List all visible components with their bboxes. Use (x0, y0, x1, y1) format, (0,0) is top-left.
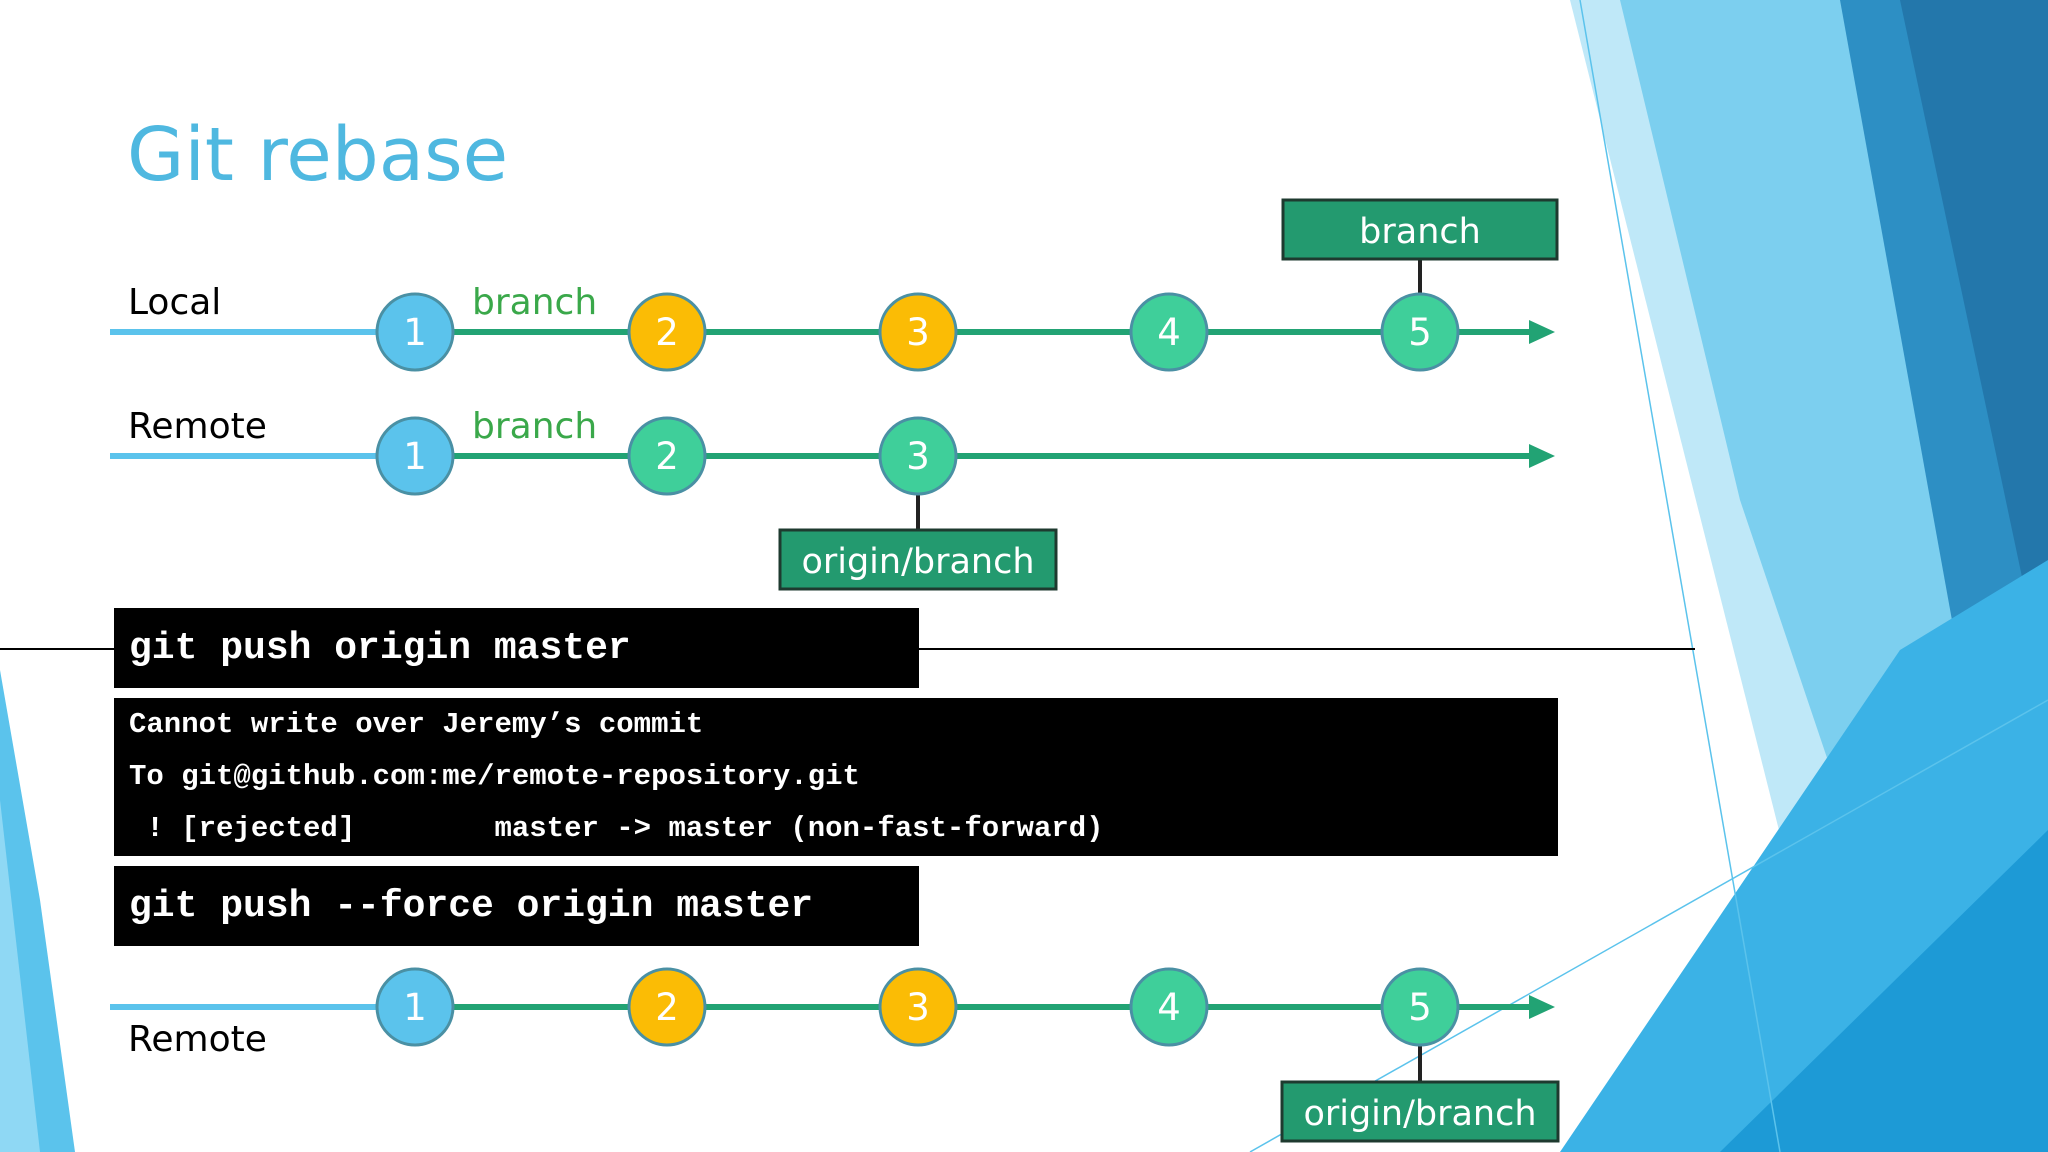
error-line-2: To git@github.com:me/remote-repository.g… (129, 760, 860, 793)
commit-node-0-1 (627, 292, 707, 372)
arrow-head-1 (1529, 444, 1555, 468)
commit-number-0-3: 4 (1157, 311, 1181, 354)
commit-node-0-3 (1129, 292, 1209, 372)
commit-number-0-1: 2 (655, 311, 679, 354)
ref-tag-1 (778, 528, 1058, 591)
commit-number-2-3: 4 (1157, 986, 1181, 1029)
commit-number-1-0: 1 (403, 435, 427, 478)
commit-number-0-0: 1 (403, 311, 427, 354)
commit-number-2-4: 5 (1408, 986, 1432, 1029)
push-error-output: Cannot write over Jeremy’s commit To git… (114, 698, 1558, 856)
commit-node-0-4 (1380, 292, 1460, 372)
commit-number-2-0: 1 (403, 986, 427, 1029)
arrow-head-0 (1529, 320, 1555, 344)
commit-number-0-2: 3 (906, 311, 930, 354)
commit-number-2-1: 2 (655, 986, 679, 1029)
ref-tag-2 (1280, 1080, 1560, 1143)
ref-tag-0 (1281, 198, 1559, 261)
commit-number-2-2: 3 (906, 986, 930, 1029)
commit-number-1-1: 2 (655, 435, 679, 478)
ref-tag-label-2: origin/branch (1303, 1094, 1536, 1134)
commit-node-2-4 (1380, 967, 1460, 1047)
push-command: git push origin master (114, 608, 919, 688)
commit-node-2-3 (1129, 967, 1209, 1047)
branch-label-0: branch (472, 282, 597, 323)
row-label-1: Remote (128, 406, 267, 447)
commit-number-1-2: 3 (906, 435, 930, 478)
commit-number-0-4: 5 (1408, 311, 1432, 354)
commit-node-0-0 (375, 292, 455, 372)
ref-tag-label-0: branch (1359, 212, 1481, 252)
row-label-2: Remote (128, 1019, 267, 1060)
commit-node-1-2 (878, 416, 958, 496)
commit-node-2-1 (627, 967, 707, 1047)
commit-node-0-2 (878, 292, 958, 372)
force-push-command: git push --force origin master (114, 866, 919, 946)
branch-label-1: branch (472, 406, 597, 447)
ref-tag-label-1: origin/branch (801, 542, 1034, 582)
commit-node-1-0 (375, 416, 455, 496)
error-line-3: ! [rejected] master -> master (non-fast-… (129, 812, 1104, 845)
row-label-0: Local (128, 282, 221, 323)
commit-node-1-1 (627, 416, 707, 496)
commit-node-2-2 (878, 967, 958, 1047)
commit-node-2-0 (375, 967, 455, 1047)
error-line-1: Cannot write over Jeremy’s commit (129, 708, 704, 741)
slide-title: Git rebase (127, 112, 509, 198)
arrow-head-2 (1529, 995, 1555, 1019)
